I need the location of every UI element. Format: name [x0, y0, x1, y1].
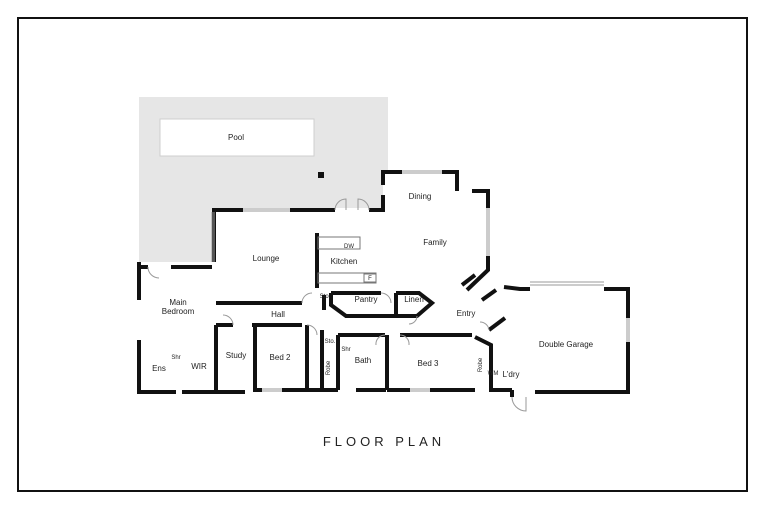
room-label-bath: Bath	[355, 356, 371, 365]
room-label-bed-3: Bed 3	[418, 359, 439, 368]
room-label-wm: WM	[488, 371, 499, 377]
room-label-robe-2: Robe	[478, 357, 484, 372]
room-label-sto-1: Sto.	[320, 294, 331, 300]
room-label-family: Family	[423, 238, 447, 247]
label-dishwasher: DW	[344, 244, 354, 250]
room-label-linen: Linen	[404, 295, 424, 304]
room-label-sto-2: Sto.	[325, 339, 336, 345]
room-label-pool: Pool	[228, 133, 244, 142]
room-label-ens: Ens	[152, 364, 166, 373]
room-label-main-bedroom-1: Main	[169, 298, 186, 307]
room-label-pantry: Pantry	[354, 295, 377, 304]
floor-plan-title: FLOOR PLAN	[322, 434, 446, 449]
label-fridge: F	[368, 276, 372, 282]
room-label-robe-1: Robe	[326, 360, 332, 375]
room-label-shr-1: Shr	[171, 355, 180, 361]
room-label-kitchen: Kitchen	[331, 257, 358, 266]
room-label-bed-2: Bed 2	[270, 353, 291, 362]
room-label-double-garage: Double Garage	[539, 340, 594, 349]
windows	[211, 170, 630, 392]
room-label-dining: Dining	[409, 192, 432, 201]
room-label-lounge: Lounge	[253, 254, 280, 263]
post	[318, 172, 324, 178]
room-label-wir: WIR	[191, 362, 207, 371]
doors	[147, 198, 527, 412]
page-frame	[17, 17, 748, 492]
room-label-shr-2: Shr	[341, 347, 350, 353]
kitchen-benches	[317, 236, 377, 284]
pool	[159, 118, 315, 157]
room-label-hall: Hall	[271, 310, 285, 319]
room-label-study: Study	[226, 351, 246, 360]
room-label-laundry: L'dry	[502, 370, 519, 379]
room-label-main-bedroom-2: Bedroom	[162, 307, 195, 316]
room-label-entry: Entry	[457, 309, 476, 318]
